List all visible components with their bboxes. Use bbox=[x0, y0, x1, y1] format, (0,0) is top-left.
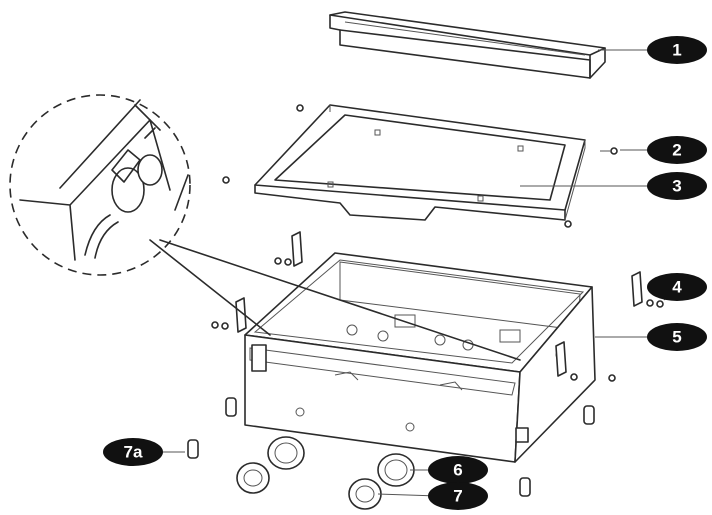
callout-badge-3: 3 bbox=[647, 172, 707, 200]
callout-label-3: 3 bbox=[672, 177, 681, 196]
callout-badge-7a: 7a bbox=[103, 438, 163, 466]
callout-label-2: 2 bbox=[672, 141, 681, 160]
callout-badge-6: 6 bbox=[428, 456, 488, 484]
part-5-firebox bbox=[244, 252, 596, 463]
callout-badge-5: 5 bbox=[647, 323, 707, 351]
feet bbox=[187, 397, 595, 497]
callout-badge-2: 2 bbox=[647, 136, 707, 164]
part-4-brackets bbox=[211, 231, 664, 382]
callout-label-7a: 7a bbox=[124, 443, 143, 462]
callout-label-1: 1 bbox=[672, 41, 681, 60]
knobs-and-bezels bbox=[236, 436, 415, 510]
callout-badge-4: 4 bbox=[647, 273, 707, 301]
lid-screws bbox=[222, 104, 618, 228]
callout-label-4: 4 bbox=[672, 278, 682, 297]
part-3-lid-frame bbox=[254, 104, 586, 221]
detail-magnifier bbox=[9, 94, 521, 361]
callout-label-7: 7 bbox=[453, 487, 462, 506]
callout-badge-1: 1 bbox=[647, 36, 707, 64]
part-1-top-rail bbox=[329, 11, 606, 79]
callout-badge-7: 7 bbox=[428, 482, 488, 510]
callout-label-6: 6 bbox=[453, 461, 462, 480]
callout-label-5: 5 bbox=[672, 328, 681, 347]
